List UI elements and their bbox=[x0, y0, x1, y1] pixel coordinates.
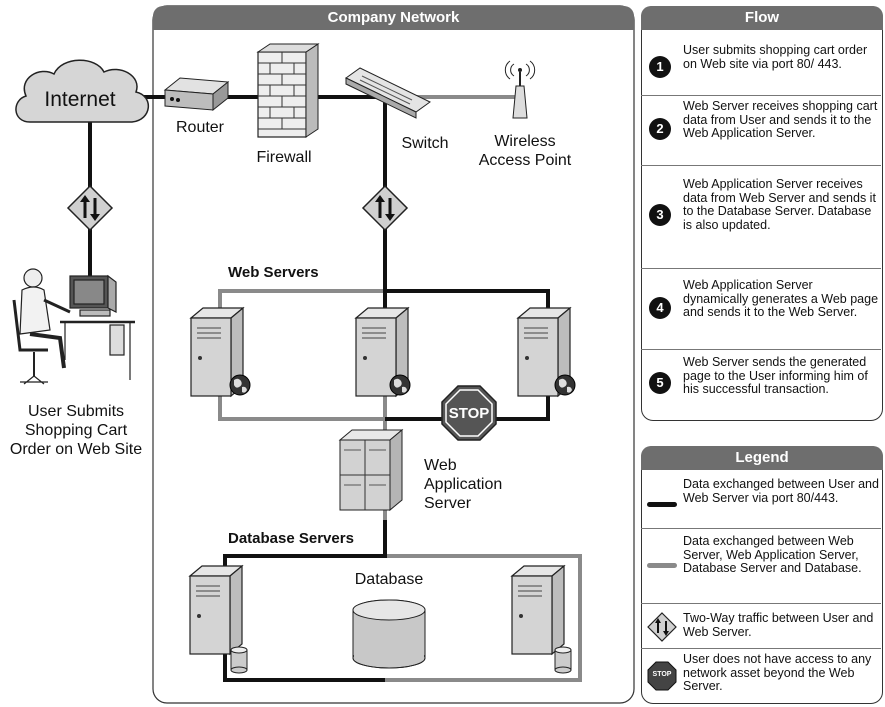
step-text: Web Application Server receives data fro… bbox=[683, 177, 876, 232]
switch-icon bbox=[345, 67, 431, 119]
router-icon bbox=[163, 77, 230, 112]
database-server-right bbox=[511, 565, 572, 674]
divider bbox=[641, 95, 881, 96]
divider bbox=[641, 349, 881, 350]
flow-step: 4 Web Application Server dynamically gen… bbox=[641, 275, 881, 345]
legend-item: Data exchanged between User and Web Serv… bbox=[641, 474, 881, 524]
firewall-icon bbox=[256, 43, 320, 138]
flow-panel bbox=[641, 6, 883, 421]
two-way-traffic-icon bbox=[66, 184, 114, 232]
step-text: Web Server receives shopping cart data f… bbox=[683, 99, 878, 140]
router-label: Router bbox=[175, 119, 225, 136]
database-servers-heading: Database Servers bbox=[228, 530, 354, 547]
database-server-left bbox=[189, 565, 248, 674]
web-servers-heading: Web Servers bbox=[228, 264, 319, 281]
web-server-left bbox=[190, 307, 251, 397]
step-number-badge: 3 bbox=[649, 204, 671, 226]
flow-step: 1 User submits shopping cart order on We… bbox=[641, 43, 881, 94]
gray-line-icon bbox=[647, 563, 677, 568]
legend-panel bbox=[641, 446, 883, 704]
internet-cloud bbox=[15, 59, 149, 123]
divider bbox=[641, 268, 881, 269]
stop-icon-label: STOP bbox=[652, 671, 672, 678]
flow-step: 2 Web Server receives shopping cart data… bbox=[641, 99, 881, 160]
web-server-right bbox=[517, 307, 576, 397]
legend-item: Two-Way traffic between User and Web Ser… bbox=[641, 610, 881, 646]
web-server-middle bbox=[355, 307, 411, 397]
legend-item: STOP User does not have access to any ne… bbox=[641, 652, 881, 703]
two-way-traffic-icon bbox=[361, 184, 409, 232]
stop-label: STOP bbox=[448, 405, 490, 422]
flow-step: 5 Web Server sends the generated page to… bbox=[641, 355, 881, 416]
legend-header: Legend bbox=[641, 446, 883, 470]
step-text: Web Server sends the generated page to t… bbox=[683, 355, 868, 396]
legend-text: User does not have access to any network… bbox=[683, 652, 872, 693]
legend-text: Data exchanged between Web Server, Web A… bbox=[683, 534, 862, 575]
wireless-ap-icon bbox=[504, 60, 536, 119]
divider bbox=[641, 648, 881, 649]
switch-label: Switch bbox=[401, 135, 449, 152]
flow-step: 3 Web Application Server receives data f… bbox=[641, 172, 881, 262]
divider bbox=[641, 528, 881, 529]
internet-label: Internet bbox=[44, 88, 116, 111]
firewall-label: Firewall bbox=[256, 149, 312, 166]
stop-sign-icon bbox=[647, 661, 677, 691]
step-number-badge: 2 bbox=[649, 118, 671, 140]
legend-text: Two-Way traffic between User and Web Ser… bbox=[683, 611, 874, 639]
black-line-icon bbox=[647, 502, 677, 507]
step-text: User submits shopping cart order on Web … bbox=[683, 43, 868, 71]
web-application-server-icon bbox=[338, 428, 404, 512]
step-number-badge: 4 bbox=[649, 297, 671, 319]
step-text: Web Application Server dynamically gener… bbox=[683, 278, 879, 319]
legend-item: Data exchanged between Web Server, Web A… bbox=[641, 534, 881, 599]
user-at-computer-icon bbox=[12, 268, 135, 385]
flow-header: Flow bbox=[641, 6, 883, 30]
company-network-header: Company Network bbox=[153, 6, 634, 30]
step-number-badge: 5 bbox=[649, 372, 671, 394]
database-label: Database bbox=[354, 571, 424, 588]
stop-sign bbox=[441, 385, 497, 441]
divider bbox=[641, 165, 881, 166]
divider bbox=[641, 603, 881, 604]
legend-text: Data exchanged between User and Web Serv… bbox=[683, 477, 879, 505]
two-way-traffic-icon bbox=[647, 612, 677, 642]
step-number-badge: 1 bbox=[649, 56, 671, 78]
database-icon bbox=[352, 599, 426, 669]
